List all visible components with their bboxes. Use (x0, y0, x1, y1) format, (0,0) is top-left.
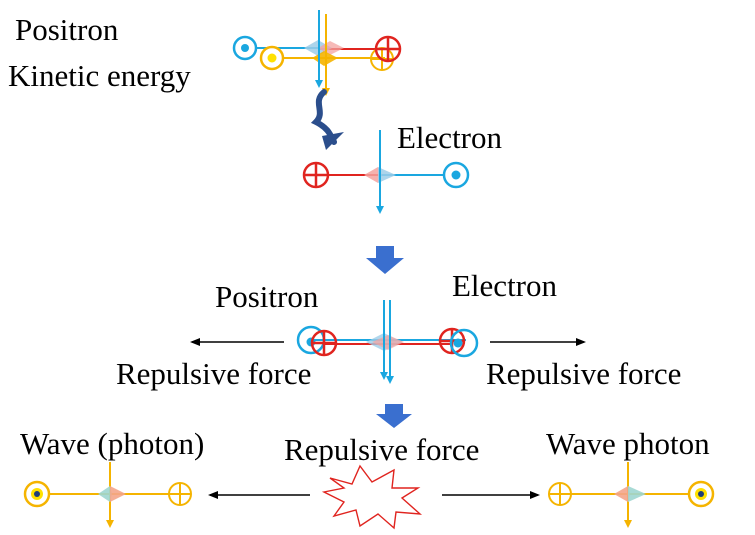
electron-diamond (628, 486, 646, 502)
kinetic-energy-label: Kinetic energy (8, 60, 191, 91)
circled-plus-icon (376, 37, 400, 61)
wave-photon-label-left: Wave (photon) (20, 428, 204, 459)
circled-dot-icon (25, 482, 49, 506)
circled-plus-icon (304, 163, 328, 187)
down-arrow-icon (366, 246, 404, 274)
positron-diamond (110, 486, 126, 502)
left-photon (25, 462, 191, 524)
top-positron-pair (234, 10, 400, 92)
starburst-icon (324, 466, 420, 528)
circled-dot-icon (444, 163, 468, 187)
electron-diamond (98, 486, 112, 502)
circled-plus-icon (312, 331, 336, 355)
circled-dot-icon (234, 37, 256, 59)
right-photon (549, 462, 713, 524)
electron-label-mid: Electron (452, 270, 557, 301)
wave-photon-label-right: Wave photon (546, 428, 710, 459)
repulsive-force-label-left: Repulsive force (116, 358, 311, 389)
electron-label-top: Electron (397, 122, 502, 153)
repulsive-force-label-bottom: Repulsive force (284, 434, 479, 465)
circled-dot-icon (261, 47, 283, 69)
circled-dot-icon (689, 482, 713, 506)
circled-plus-icon (549, 483, 571, 505)
down-arrow-icon (376, 404, 412, 428)
curved-flow-arrow (316, 92, 344, 150)
positron-label-mid: Positron (215, 281, 318, 312)
positron-diamond (614, 486, 630, 502)
circled-plus-icon (169, 483, 191, 505)
repulsive-force-label-right: Repulsive force (486, 358, 681, 389)
positron-label-top: Positron (15, 14, 118, 45)
